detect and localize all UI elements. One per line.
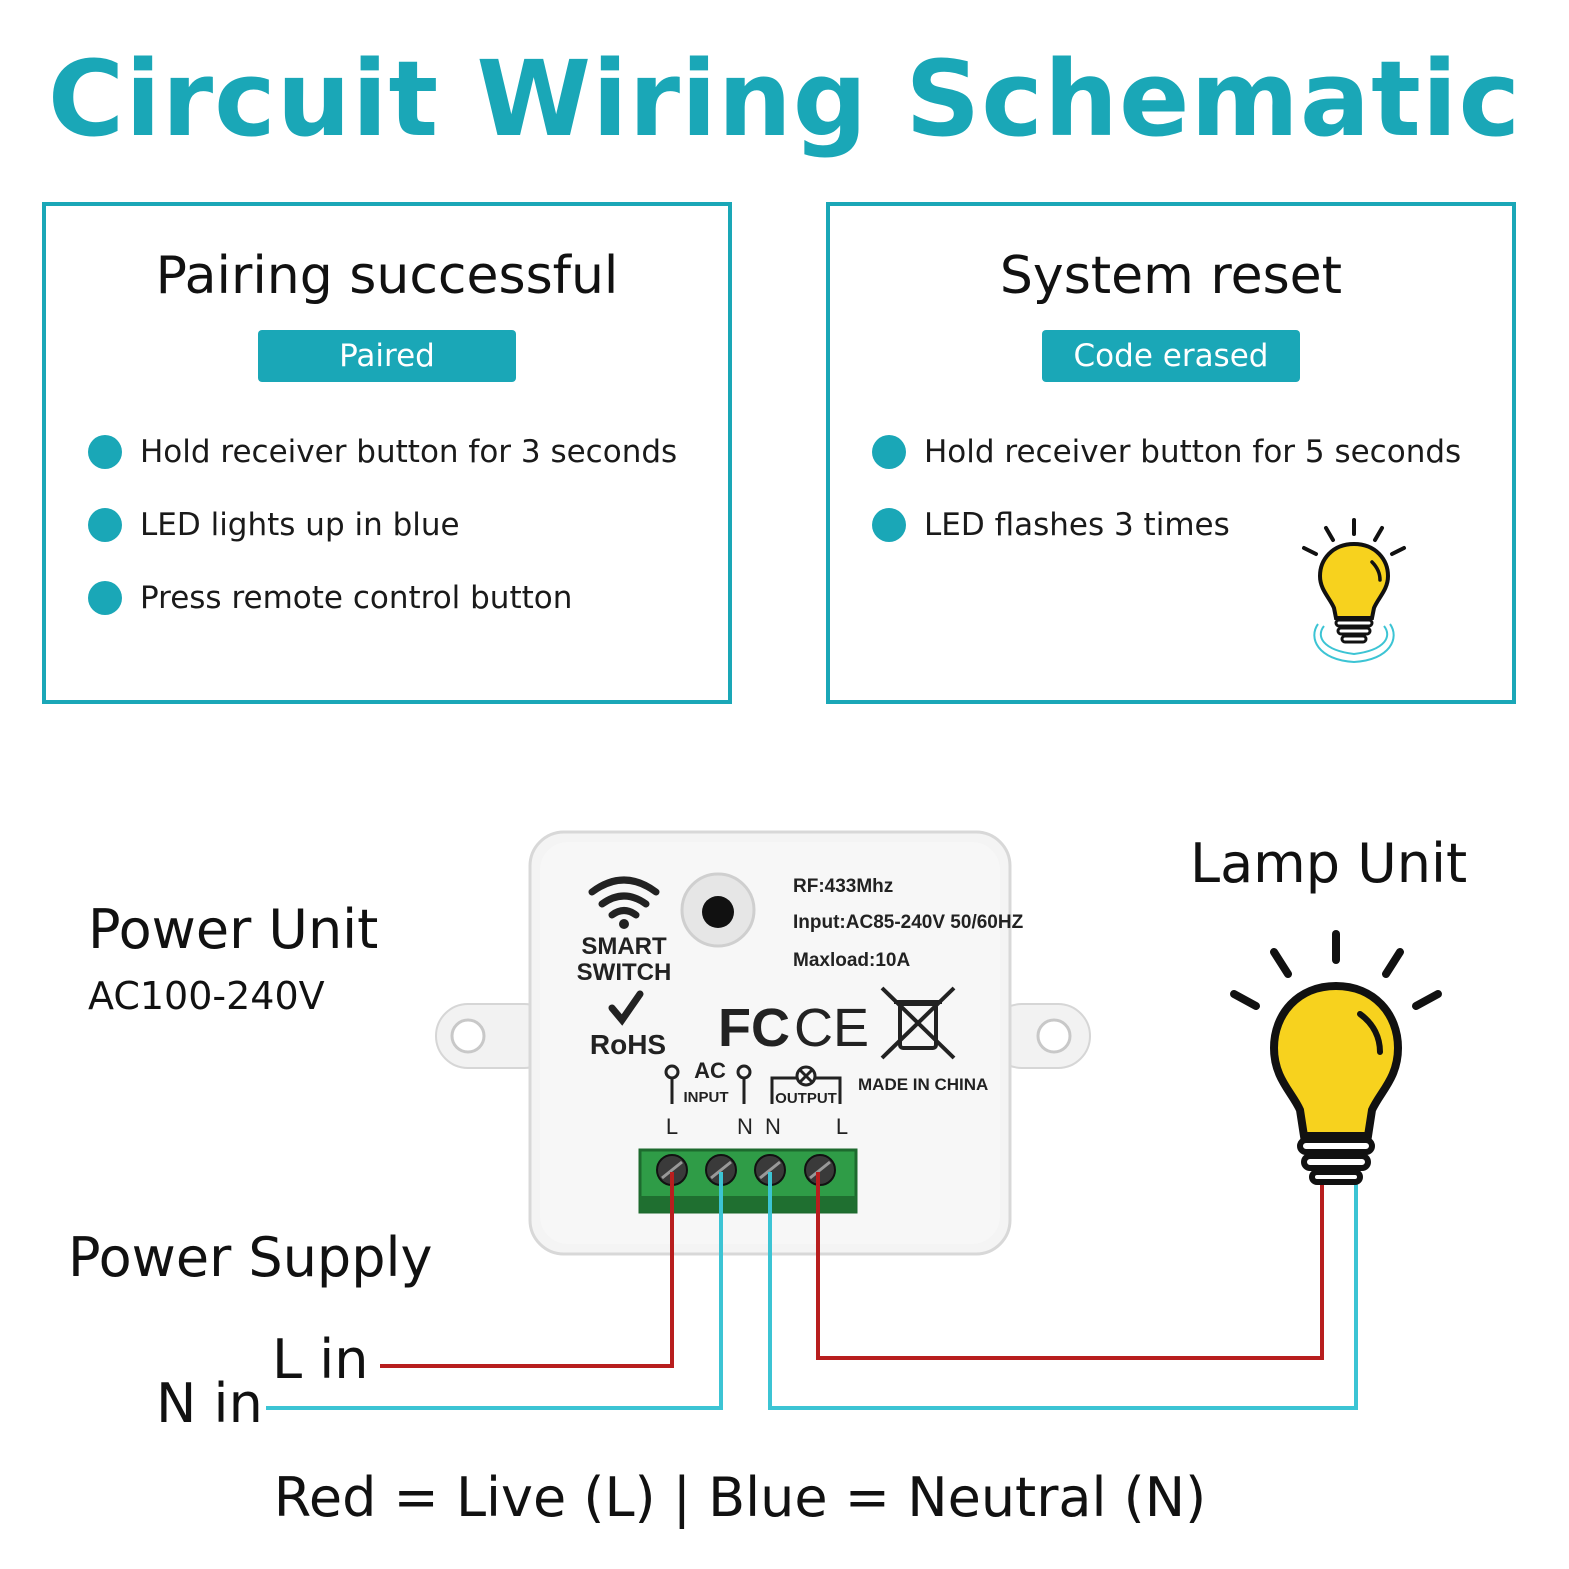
live-in-wire	[380, 1172, 674, 1368]
rohs-mark: RoHS	[590, 1029, 666, 1060]
weee-bin-icon	[880, 986, 956, 1060]
check-icon	[608, 990, 644, 1026]
lamp-bulb-icon	[1230, 930, 1442, 1185]
neutral-in-wire	[266, 1172, 723, 1410]
bullet-dot-icon	[872, 434, 906, 469]
smart-switch-device: SMART SWITCH RF:433Mhz Input:AC85-240V 5…	[435, 830, 1091, 1256]
pairing-card: Pairing successful Paired Hold receiver …	[42, 202, 732, 704]
brand-line1: SMART	[581, 933, 667, 960]
terminal-label-l-out: L	[836, 1114, 848, 1139]
code-erased-badge: Code erased	[1042, 330, 1300, 382]
wifi-icon	[588, 876, 660, 919]
input-label: INPUT	[684, 1089, 729, 1106]
maxload-spec: Maxload:10A	[793, 950, 910, 971]
output-label: OUTPUT	[775, 1090, 837, 1107]
brand-line2: SWITCH	[577, 959, 672, 986]
bullet-dot-icon	[88, 507, 122, 542]
reset-title: System reset	[999, 246, 1343, 306]
bullet-dot-icon	[88, 580, 122, 615]
bullet-dot-icon	[88, 434, 122, 469]
terminal-schematic	[664, 1064, 842, 1104]
input-spec: Input:AC85-240V 50/60HZ	[793, 912, 1024, 933]
pairing-step: Hold receiver button for 3 seconds	[88, 432, 677, 472]
terminal-label-l-in: L	[666, 1114, 678, 1139]
lamp-unit-title: Lamp Unit	[1190, 832, 1468, 895]
made-in-label: MADE IN CHINA	[858, 1075, 988, 1094]
reset-step: Hold receiver button for 5 seconds	[872, 432, 1461, 472]
rf-spec: RF:433Mhz	[793, 876, 893, 897]
page-title: Circuit Wiring Schematic	[47, 38, 1522, 160]
live-out-wire	[816, 1172, 1324, 1360]
reset-card: System reset Code erased Hold receiver b…	[826, 202, 1516, 704]
ce-mark: CE	[794, 998, 869, 1058]
neutral-out-wire	[768, 1172, 1358, 1410]
pairing-title: Pairing successful	[155, 246, 619, 306]
pairing-step: Press remote control button	[88, 578, 572, 618]
bullet-dot-icon	[872, 507, 906, 542]
pairing-step: LED lights up in blue	[88, 505, 460, 545]
paired-badge: Paired	[258, 330, 516, 382]
terminal-label-n-in: N	[737, 1114, 753, 1139]
wire-color-legend: Red = Live (L) | Blue = Neutral (N)	[273, 1466, 1207, 1529]
reset-step: LED flashes 3 times	[872, 505, 1230, 545]
flashing-bulb-icon	[1302, 518, 1406, 664]
terminal-label-n-out: N	[765, 1114, 781, 1139]
fc-mark: FC	[718, 998, 790, 1058]
power-unit-title: Power Unit	[88, 898, 379, 961]
power-supply-title: Power Supply	[68, 1226, 433, 1289]
power-unit-voltage: AC100-240V	[88, 974, 325, 1018]
live-in-label: L in	[272, 1328, 369, 1391]
ac-label: AC	[694, 1058, 726, 1083]
neutral-in-label: N in	[156, 1372, 263, 1435]
